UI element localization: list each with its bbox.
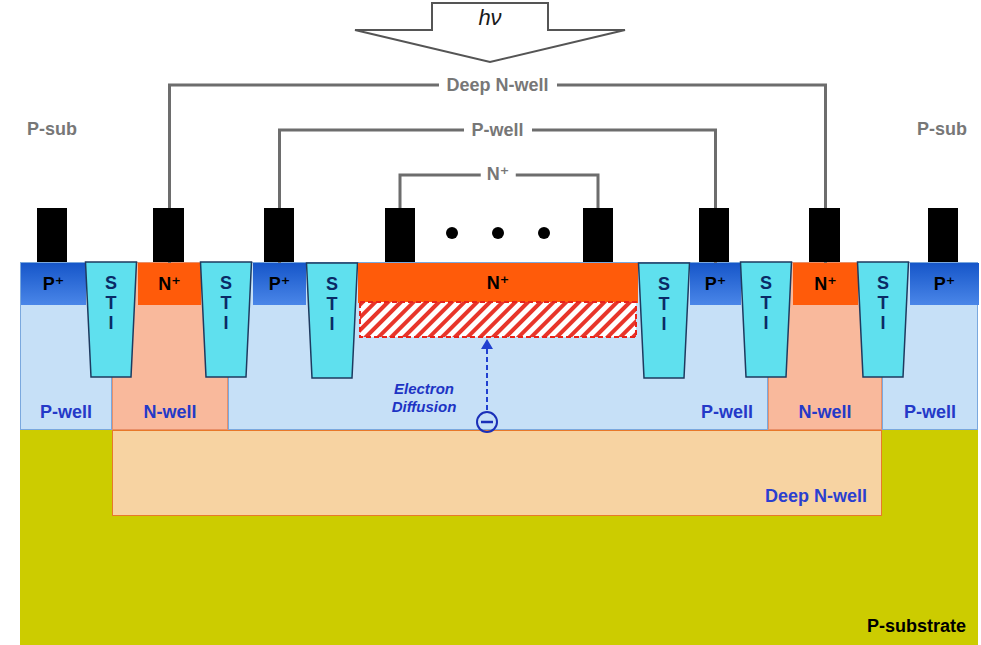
contact bbox=[928, 208, 958, 262]
trench-shape bbox=[741, 262, 792, 377]
contact bbox=[583, 208, 613, 262]
photon-arrow: hν bbox=[352, 2, 628, 64]
region-label: P-well bbox=[904, 402, 956, 423]
region-label: P⁺ bbox=[269, 274, 291, 295]
sti-isolation: S T I bbox=[857, 262, 909, 378]
region-label: P-well bbox=[701, 402, 753, 423]
sti-isolation: S T I bbox=[638, 263, 690, 379]
p-plus-diffusion: P⁺ bbox=[690, 263, 741, 305]
n-plus-diffusion: N⁺ bbox=[138, 263, 201, 305]
region-label: N⁺ bbox=[814, 274, 837, 295]
arrow-shape bbox=[355, 3, 625, 62]
sti-letters: S T I bbox=[323, 275, 341, 334]
label-holder: Electron Diffusion bbox=[372, 380, 476, 416]
contact bbox=[153, 208, 184, 262]
sti-letters: S T I bbox=[102, 274, 120, 333]
sti-isolation: S T I bbox=[85, 262, 137, 378]
trench-shape bbox=[201, 262, 252, 377]
label-holder: N⁺ bbox=[481, 164, 516, 186]
bias-wire bbox=[280, 130, 716, 263]
wire-label-holder: Deep N-well bbox=[438, 75, 556, 96]
region-label: N⁺ bbox=[158, 274, 181, 295]
diffusion-arrow bbox=[486, 348, 488, 410]
diffusion-arrowhead bbox=[481, 339, 493, 349]
region-label: N⁺ bbox=[487, 273, 510, 294]
terminal-label: P-sub bbox=[21, 119, 83, 141]
bias-wire bbox=[170, 85, 826, 263]
sti-letters: S T I bbox=[874, 274, 892, 333]
ellipsis-dot bbox=[538, 227, 550, 239]
contact bbox=[264, 208, 294, 262]
terminal-label: P-sub bbox=[911, 119, 973, 141]
wire-label-holder: P-well bbox=[463, 120, 531, 141]
contact bbox=[809, 208, 840, 262]
terminal-label: Deep N-well bbox=[438, 75, 556, 96]
contact bbox=[385, 208, 415, 262]
region-label: P⁺ bbox=[934, 274, 956, 295]
region-label: hν bbox=[478, 5, 501, 30]
sti-isolation: S T I bbox=[306, 263, 358, 379]
region-label: P⁺ bbox=[43, 274, 65, 295]
label-holder: P-sub bbox=[21, 119, 83, 141]
pwell-region: P-well P⁺ S T I N⁺ S T I P⁺ bbox=[228, 262, 768, 430]
sti-letters: S T I bbox=[217, 274, 235, 333]
region-label: Deep N-well bbox=[765, 486, 867, 507]
contact bbox=[699, 208, 729, 262]
sti-letters: S T I bbox=[757, 274, 775, 333]
depletion-region bbox=[360, 302, 636, 337]
region-label: N-well bbox=[143, 402, 196, 423]
sti-letters: S T I bbox=[655, 275, 673, 334]
n-plus-diffusion: N⁺ bbox=[358, 263, 638, 303]
trench-shape bbox=[858, 262, 909, 377]
trench-shape bbox=[639, 263, 690, 378]
terminal-label: P-well bbox=[463, 120, 531, 141]
n-plus-diffusion: N⁺ bbox=[793, 263, 858, 305]
contact bbox=[37, 208, 67, 262]
ellipsis-dot bbox=[446, 227, 458, 239]
region-label: P⁺ bbox=[705, 274, 727, 295]
diffusion-note: Electron Diffusion bbox=[372, 380, 476, 416]
deep-nwell-region: Deep N-well bbox=[112, 430, 882, 516]
terminal-label: N⁺ bbox=[481, 164, 516, 186]
p-plus-diffusion: P⁺ bbox=[253, 263, 306, 305]
sti-isolation: S T I bbox=[740, 262, 792, 378]
p-plus-diffusion: P⁺ bbox=[21, 263, 86, 305]
label-holder: P-sub bbox=[911, 119, 973, 141]
electron-minus bbox=[481, 421, 493, 424]
region-label: N-well bbox=[798, 402, 851, 423]
trench-shape bbox=[86, 262, 137, 377]
sti-isolation: S T I bbox=[200, 262, 252, 378]
electron-symbol bbox=[477, 412, 497, 432]
region-label: P-well bbox=[40, 402, 92, 423]
p-plus-diffusion: P⁺ bbox=[910, 263, 979, 305]
region-label: P-substrate bbox=[867, 616, 966, 637]
trench-shape bbox=[307, 263, 358, 378]
ellipsis-dot bbox=[492, 227, 504, 239]
